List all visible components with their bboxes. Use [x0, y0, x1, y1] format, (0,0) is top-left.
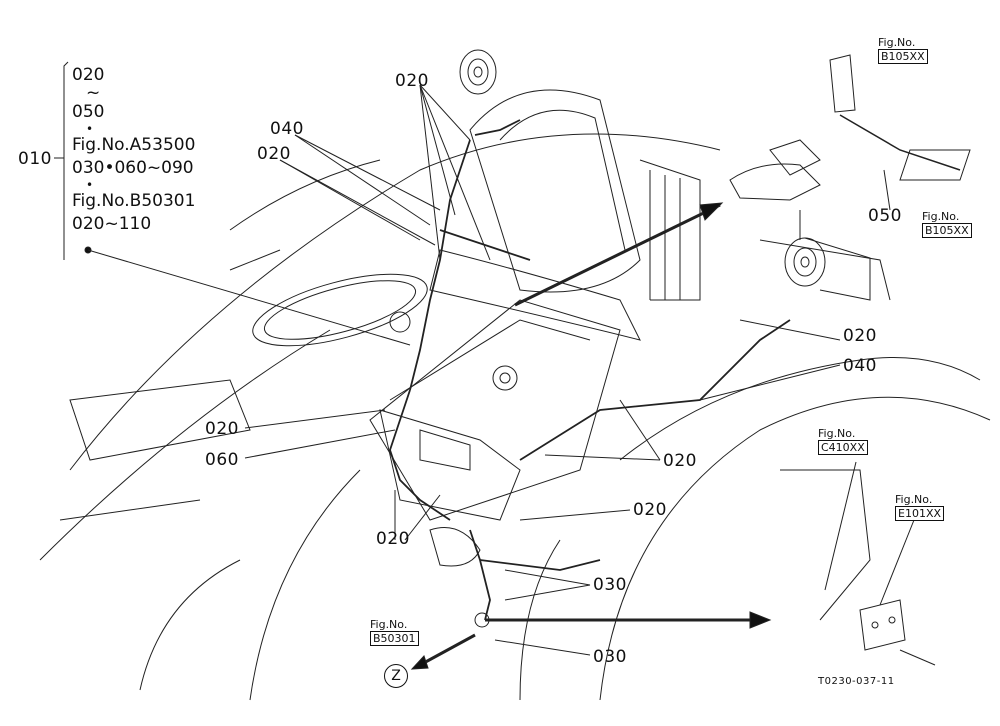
- callout-label: 020: [395, 71, 429, 91]
- callout-label: 020: [633, 500, 667, 520]
- fig-ref-label: Fig.No.: [895, 493, 933, 506]
- list-bullet: •: [86, 122, 94, 136]
- view-marker: Z: [384, 664, 408, 688]
- callout-label: 020: [257, 144, 291, 164]
- fig-ref-number: B50301: [370, 631, 419, 646]
- fig-ref-b105xx-top[interactable]: Fig.No. B105XX: [878, 36, 928, 64]
- fig-ref-number: B105XX: [878, 49, 928, 64]
- fig-ref-number: E101XX: [895, 506, 945, 521]
- fig-ref-label: Fig.No.: [370, 618, 408, 631]
- list-line: 020~110: [72, 214, 152, 234]
- fig-ref-number: B105XX: [922, 223, 972, 238]
- callout-label: 020: [663, 451, 697, 471]
- list-line: ~: [86, 83, 101, 103]
- callout-label: 060: [205, 450, 239, 470]
- component-list: 020 ~ 050 • Fig.No.A53500 030•060~090 • …: [72, 64, 195, 236]
- list-bullet: •: [86, 178, 94, 192]
- fig-ref-b105xx-mid[interactable]: Fig.No. B105XX: [922, 210, 972, 238]
- list-line: Fig.No.A53500: [72, 135, 196, 155]
- drawing-code: T0230-037-11: [818, 676, 895, 687]
- callout-label: 030: [593, 575, 627, 595]
- fig-ref-label: Fig.No.: [818, 427, 856, 440]
- callout-label: 030: [593, 647, 627, 667]
- callout-label: 020: [843, 326, 877, 346]
- parent-part-number: 010: [18, 149, 52, 169]
- fig-ref-number: C410XX: [818, 440, 868, 455]
- fig-ref-c410xx[interactable]: Fig.No. C410XX: [818, 427, 868, 455]
- callout-label: 050: [868, 206, 902, 226]
- list-line: Fig.No.B50301: [72, 191, 196, 211]
- callout-label: 040: [270, 119, 304, 139]
- fig-ref-e101xx[interactable]: Fig.No. E101XX: [895, 493, 945, 521]
- callout-label: 020: [205, 419, 239, 439]
- fig-ref-label: Fig.No.: [922, 210, 960, 223]
- fig-ref-b50301[interactable]: Fig.No. B50301: [370, 618, 419, 646]
- callout-label: 040: [843, 356, 877, 376]
- list-line: 030•060~090: [72, 158, 194, 178]
- fig-ref-label: Fig.No.: [878, 36, 916, 49]
- callout-label: 020: [376, 529, 410, 549]
- list-line: 050: [72, 102, 105, 122]
- list-line: 020: [72, 65, 105, 85]
